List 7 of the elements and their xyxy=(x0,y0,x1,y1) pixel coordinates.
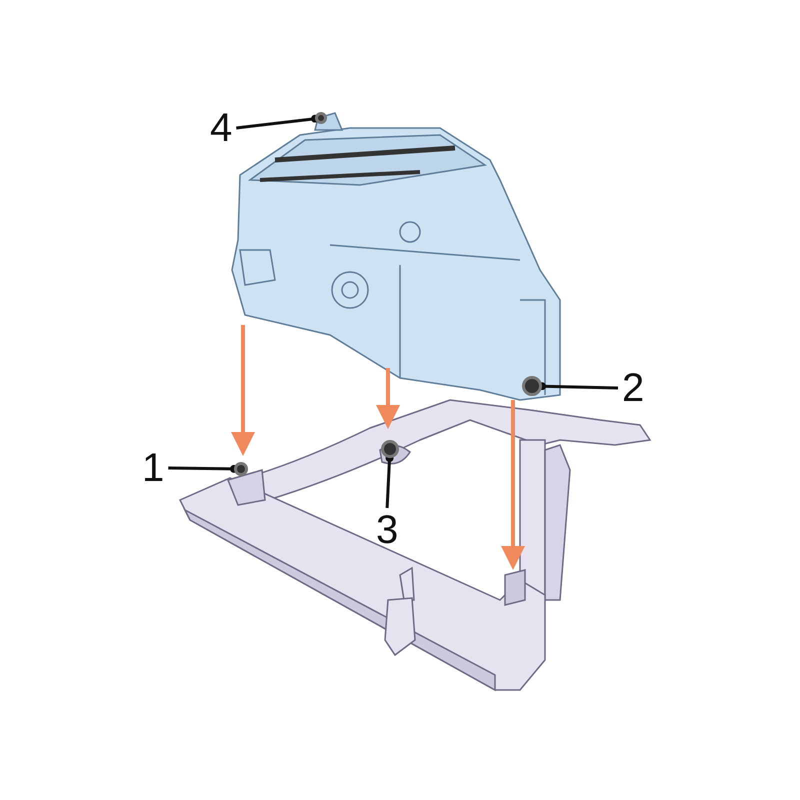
engine-mount xyxy=(234,462,248,476)
callout-number: 1 xyxy=(142,448,164,488)
leader-line xyxy=(236,114,320,130)
callout-number: 3 xyxy=(376,510,398,550)
callout-number: 2 xyxy=(622,368,644,408)
callout-number: 4 xyxy=(210,108,232,148)
engine-mount xyxy=(315,112,327,124)
